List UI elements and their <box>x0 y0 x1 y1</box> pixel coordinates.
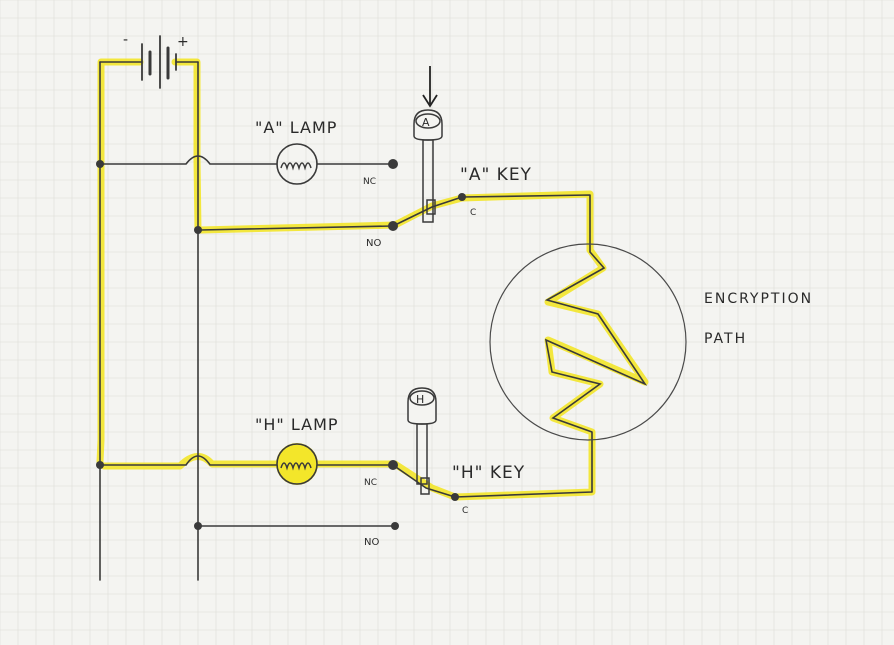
a-key[interactable] <box>413 109 443 223</box>
a-key-label: "A" KEY <box>460 165 532 185</box>
a-key-no-label: NO <box>366 238 381 249</box>
h-lamp-label: "H" LAMP <box>255 415 339 434</box>
h-key-nc-label: NC <box>364 478 377 488</box>
a-lamp-filament-icon <box>280 162 312 171</box>
a-key-cap-label: A <box>422 116 430 129</box>
a-lamp <box>276 143 318 185</box>
h-key-cap-label: H <box>416 393 424 406</box>
a-key-nc-label: NC <box>363 177 376 187</box>
h-lamp <box>276 443 318 485</box>
junction-dots <box>96 159 466 530</box>
battery-minus-label: - <box>123 32 128 48</box>
a-lamp-label: "A" LAMP <box>255 118 337 137</box>
h-key[interactable] <box>407 387 437 495</box>
h-lamp-filament-icon <box>280 462 312 471</box>
press-arrow-icon <box>422 66 438 108</box>
encryption-label-line2: PATH <box>704 331 747 347</box>
h-key-no-label: NO <box>364 537 379 548</box>
a-key-c-label: C <box>470 208 476 218</box>
h-key-c-label: C <box>462 506 468 516</box>
encryption-label-line1: ENCRYPTION <box>704 291 813 307</box>
encryption-path-circle <box>489 243 687 441</box>
battery-plus-label: + <box>177 34 189 50</box>
encryption-path-zigzag <box>544 251 648 433</box>
battery-symbol <box>141 35 177 89</box>
circuit-wires <box>99 61 593 581</box>
h-key-label: "H" KEY <box>452 463 525 483</box>
